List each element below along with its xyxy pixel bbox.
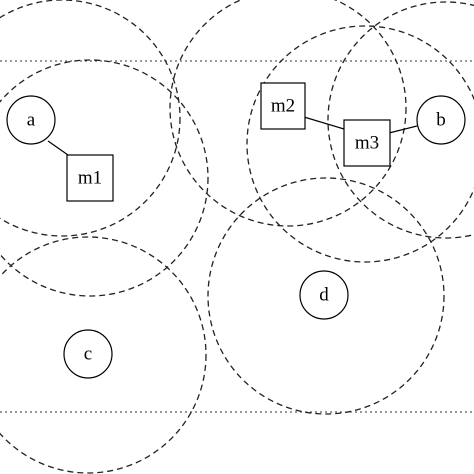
node-m2-square <box>260 82 306 130</box>
node-c-label: c <box>84 344 92 365</box>
node-m2-label: m2 <box>271 96 295 117</box>
node-m1: m1 <box>66 154 114 202</box>
node-d-circle <box>299 270 349 320</box>
node-a: a <box>6 95 56 145</box>
node-b: b <box>416 95 466 145</box>
range-circle-d <box>207 177 445 415</box>
node-a-label: a <box>27 110 36 131</box>
node-m3: m3 <box>343 119 391 167</box>
node-m1-square <box>66 154 114 202</box>
node-b-circle <box>416 95 466 145</box>
link-m2-m3 <box>303 116 345 130</box>
node-m1-label: m1 <box>78 168 102 189</box>
node-m3-square <box>343 119 391 167</box>
node-d: d <box>299 270 349 320</box>
node-d-label: d <box>319 285 329 306</box>
range-circle-b <box>327 1 474 239</box>
links <box>47 116 418 156</box>
range-circle-c <box>0 236 207 474</box>
link-m3-b <box>388 125 418 134</box>
node-m2: m2 <box>260 82 306 130</box>
node-m3-label: m3 <box>355 133 379 154</box>
range-circle-m3 <box>246 25 474 263</box>
node-c: c <box>63 329 113 379</box>
node-b-label: b <box>436 110 446 131</box>
node-a-circle <box>6 95 56 145</box>
link-a-m1 <box>47 140 69 156</box>
range-circle-a <box>0 0 181 237</box>
range-circle-m2 <box>169 0 407 227</box>
range-circle-m1 <box>0 59 209 297</box>
node-c-circle <box>63 329 113 379</box>
